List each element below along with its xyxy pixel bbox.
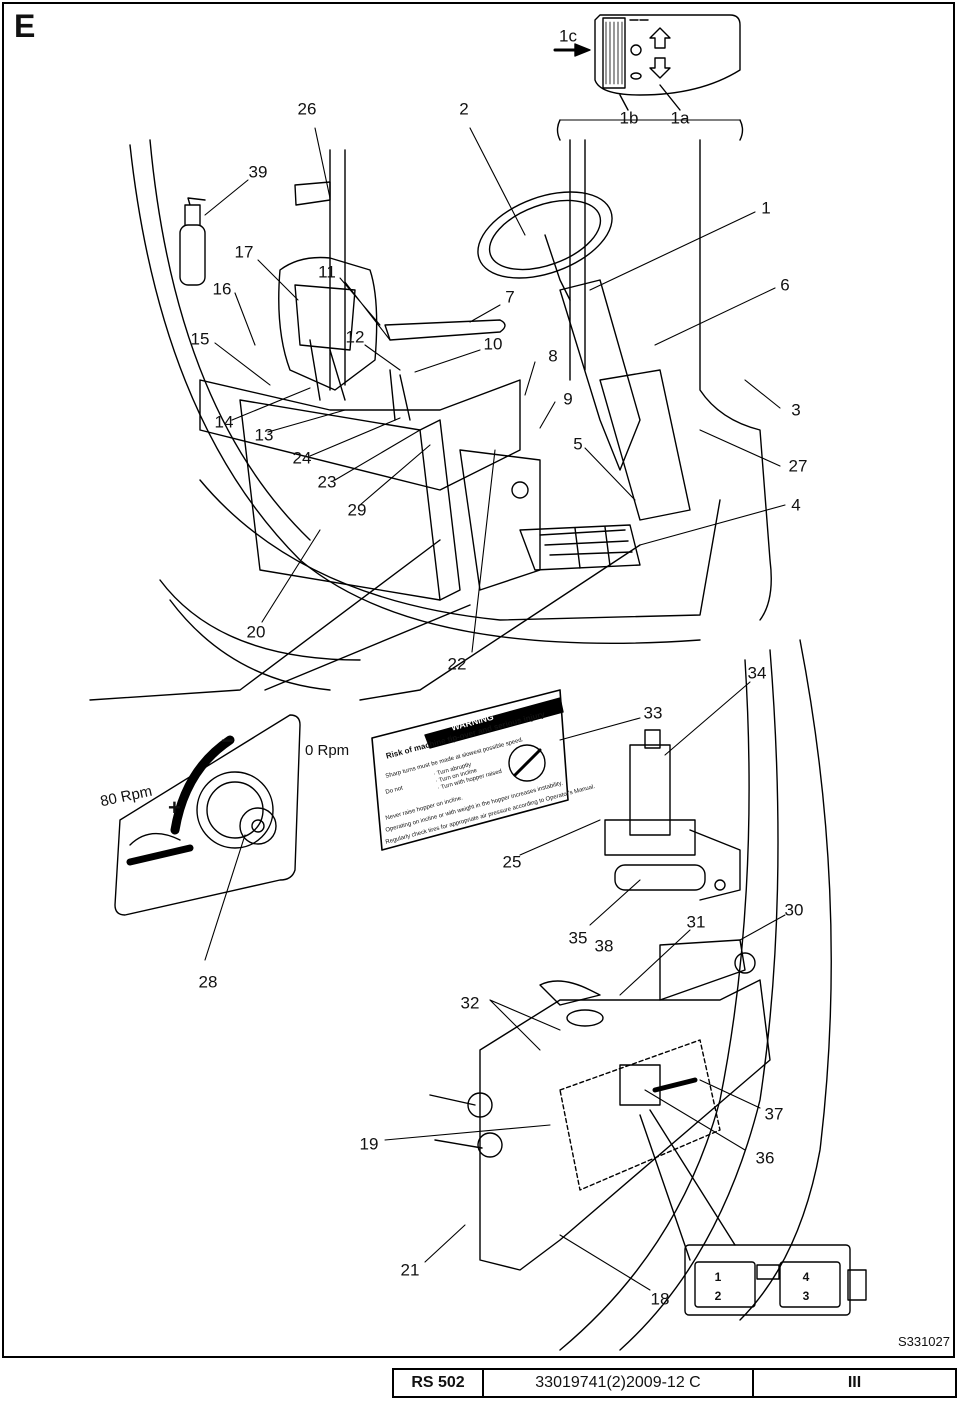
- callout-32: 32: [460, 993, 480, 1013]
- callout-21: 21: [400, 1260, 420, 1280]
- rpm-minus-sign: −: [221, 728, 234, 753]
- warning-line-3: Operating on incline or with weight in t…: [385, 780, 564, 834]
- callout-10: 10: [483, 334, 503, 354]
- callout-22: 22: [447, 654, 467, 674]
- callout-4: 4: [791, 495, 801, 515]
- illustration-frame: [2, 2, 955, 1358]
- callout-19: 19: [359, 1134, 379, 1154]
- callout-27: 27: [788, 456, 808, 476]
- fuse-slot-4: 4: [802, 1270, 810, 1284]
- drawing-code: S331027: [897, 1334, 950, 1349]
- light-switch-drawing: [553, 14, 741, 96]
- callout-26: 26: [297, 99, 317, 119]
- footer-page-number: III: [847, 1374, 862, 1391]
- callout-5: 5: [573, 434, 583, 454]
- callout-36: 36: [755, 1148, 775, 1168]
- fuse-slot-2: 2: [714, 1289, 722, 1303]
- callout-1a: 1a: [670, 108, 690, 128]
- callout-37: 37: [764, 1104, 784, 1124]
- rpm-plus-sign: +: [168, 795, 181, 820]
- warning-label: WARNING Risk of machine tip-over and ser…: [375, 690, 596, 850]
- callout-28: 28: [198, 972, 218, 992]
- callout-29: 29: [347, 500, 367, 520]
- callout-1c: 1c: [559, 26, 577, 46]
- rpm-zero-label: 0 Rpm: [305, 742, 350, 759]
- callout-3: 3: [791, 400, 801, 420]
- steering-wheel-drawing: [477, 191, 613, 301]
- callout-23: 23: [317, 472, 337, 492]
- callout-12: 12: [345, 327, 365, 347]
- callout-30: 30: [784, 900, 804, 920]
- warning-label-drawing: [371, 689, 569, 851]
- footer-bar: RS 502 33019741(2)2009-12 C III: [392, 1368, 957, 1398]
- fuse-slot-3: 3: [802, 1289, 810, 1303]
- callout-13: 13: [254, 425, 274, 445]
- operator-seat-drawing: [199, 256, 521, 491]
- callout-35: 35: [568, 928, 588, 948]
- callout-24: 24: [292, 448, 312, 468]
- callout-15: 15: [190, 329, 210, 349]
- callout-20: 20: [246, 622, 266, 642]
- warning-line-4: Regularly check tires for appropriate ai…: [385, 783, 596, 846]
- callout-31: 31: [686, 912, 706, 932]
- callout-11: 11: [318, 262, 336, 282]
- warning-do-not: Do not: [385, 785, 404, 796]
- callout-14: 14: [214, 412, 234, 432]
- callout-1b: 1b: [619, 108, 639, 128]
- callout-34: 34: [747, 663, 767, 683]
- footer-document-number: 33019741(2)2009-12 C: [484, 1370, 754, 1396]
- callout-17: 17: [234, 242, 254, 262]
- fire-extinguisher-drawing: [179, 197, 206, 286]
- callout-33: 33: [643, 703, 663, 723]
- callout-2: 2: [459, 99, 469, 119]
- callout-16: 16: [212, 279, 232, 299]
- callout-8: 8: [548, 346, 558, 366]
- fuse-slot-1: 1: [714, 1270, 722, 1284]
- callout-39: 39: [248, 162, 268, 182]
- control-box-drawing: [239, 399, 461, 601]
- callout-25: 25: [502, 852, 522, 872]
- callout-1: 1: [761, 198, 771, 218]
- callout-9: 9: [563, 389, 573, 409]
- callout-38: 38: [594, 936, 614, 956]
- side-console-drawing: [429, 939, 771, 1271]
- callout-7: 7: [505, 287, 515, 307]
- hydraulic-unit-drawing: [604, 729, 741, 901]
- callout-18: 18: [650, 1289, 670, 1309]
- fuse-box-drawing: [639, 1109, 867, 1316]
- section-letter: E: [14, 8, 36, 44]
- callout-6: 6: [780, 275, 790, 295]
- footer-model: RS 502: [394, 1370, 484, 1396]
- speed-knob-drawing: [114, 714, 301, 916]
